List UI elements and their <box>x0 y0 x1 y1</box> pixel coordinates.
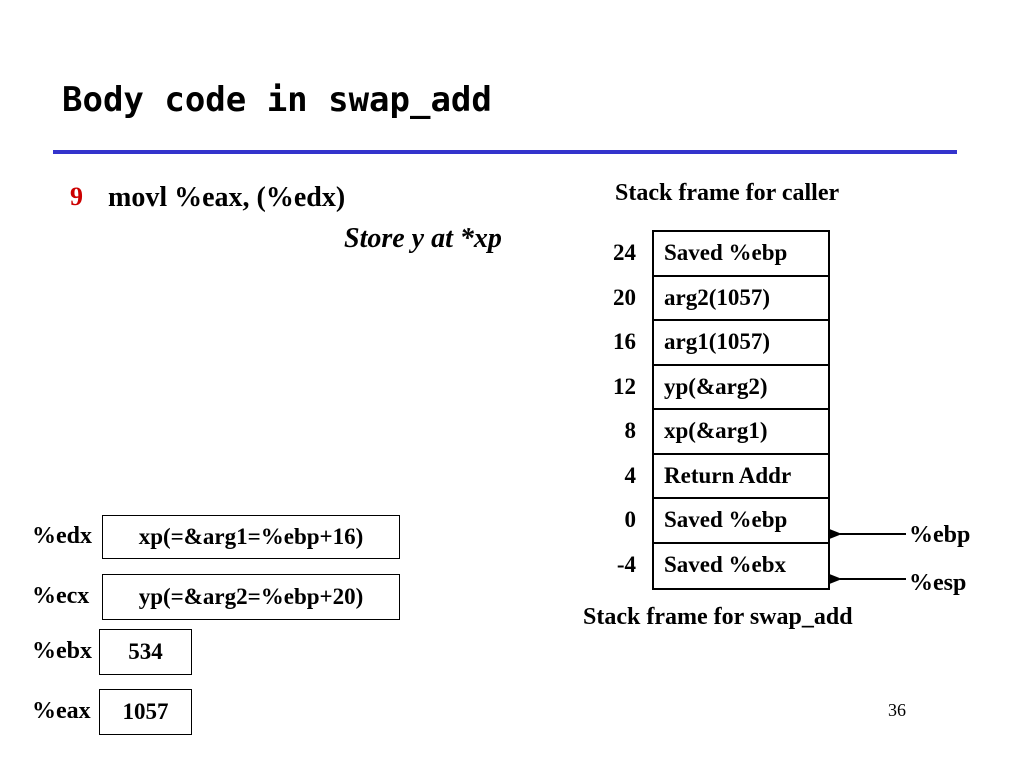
register-label-eax: %eax <box>32 698 91 724</box>
stack-offsets: 24 20 16 12 8 4 0 -4 <box>586 230 636 586</box>
code-comment: Store y at *xp <box>344 223 502 254</box>
stack-offset: 12 <box>613 373 636 399</box>
stack-cell: Saved %ebx <box>664 551 787 577</box>
code-instruction: movl %eax, (%edx) <box>108 182 346 213</box>
page-number: 36 <box>888 700 906 720</box>
stack-cell: arg2(1057) <box>654 277 828 321</box>
title-divider <box>53 150 957 154</box>
slide-title: Body code in swap_add <box>62 80 492 120</box>
stack-cell: xp(&arg1) <box>654 410 828 455</box>
stack-offset: 16 <box>613 329 636 354</box>
register-label-edx: %edx <box>32 523 92 549</box>
code-line-number: 9 <box>70 182 83 211</box>
stack-offset: 4 <box>624 462 637 488</box>
stack-cell: arg1(1057) <box>654 321 828 366</box>
stack-cell: Saved %ebp <box>654 232 828 277</box>
stack-offset: 0 <box>624 507 637 532</box>
register-value-edx: xp(=&arg1=%ebp+16) <box>102 515 400 559</box>
stack-cell: Saved %ebp <box>654 499 828 544</box>
stack-caption-caller: Stack frame for caller <box>615 180 840 206</box>
stack-cell: Return Addr <box>654 455 828 499</box>
pointer-arrows <box>830 526 906 587</box>
register-label-ecx: %ecx <box>32 583 90 609</box>
stack-offset: -4 <box>616 551 636 577</box>
stack-caption-swap-add: Stack frame for swap_add <box>583 604 853 630</box>
stack-offset: 24 <box>613 240 636 265</box>
stack-offset: 8 <box>624 418 637 443</box>
stack-frame-table: Saved %ebp arg2(1057) arg1(1057) yp(&arg… <box>652 230 830 590</box>
stack-offset: 20 <box>613 284 636 310</box>
register-label-ebx: %ebx <box>32 638 92 664</box>
esp-pointer-label: %esp <box>909 570 967 596</box>
register-value-ebx: 534 <box>99 629 192 675</box>
stack-cell: yp(&arg2) <box>654 366 828 410</box>
register-value-ecx: yp(=&arg2=%ebp+20) <box>102 574 400 620</box>
register-value-eax: 1057 <box>99 689 192 735</box>
ebp-pointer-label: %ebp <box>909 522 971 548</box>
